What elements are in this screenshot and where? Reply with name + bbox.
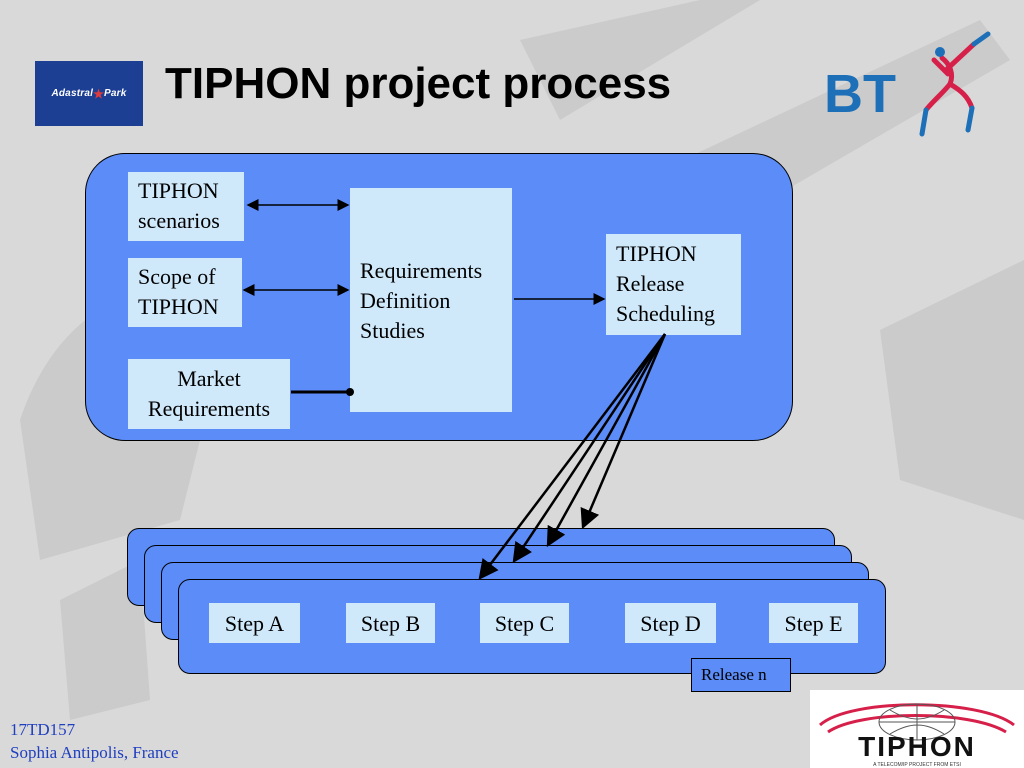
tiphon-scenarios-box: TIPHON scenarios bbox=[128, 172, 244, 241]
adastral-park-logo: Adastral ★ Park bbox=[35, 61, 143, 126]
market-requirements-box: Market Requirements bbox=[128, 359, 290, 429]
release-to-step-arrow-2 bbox=[512, 333, 667, 564]
page-title: TIPHON project process bbox=[165, 59, 672, 108]
footer-code: 17TD157 bbox=[10, 720, 76, 739]
release-scheduling-line-3: Scheduling bbox=[616, 301, 715, 326]
step-a-box: Step A bbox=[209, 603, 300, 643]
market-connector-dot bbox=[346, 388, 354, 396]
tiphon-logo: TIPHON A TELECOM/IP PROJECT FROM ETSI bbox=[810, 690, 1024, 768]
star-icon: ★ bbox=[93, 86, 105, 101]
bt-logo-text: BT bbox=[824, 64, 896, 124]
requirements-line-1: Requirements bbox=[360, 258, 483, 283]
market-line-1: Market bbox=[177, 366, 241, 391]
scope-line-1: Scope of bbox=[138, 264, 216, 289]
bt-logo: BT bbox=[824, 31, 991, 137]
release-scheduling-line-2: Release bbox=[616, 271, 685, 296]
step-d-box: Step D bbox=[625, 603, 716, 643]
scenarios-line-2: scenarios bbox=[138, 208, 220, 233]
release-to-step-arrow-3 bbox=[546, 333, 667, 548]
step-c-box: Step C bbox=[480, 603, 569, 643]
requirements-line-2: Definition bbox=[360, 288, 451, 313]
release-scheduling-box: TIPHON Release Scheduling bbox=[606, 234, 741, 335]
footer-location: Sophia Antipolis, France bbox=[10, 743, 179, 762]
tiphon-logo-tagline: A TELECOM/IP PROJECT FROM ETSI bbox=[873, 762, 961, 768]
release-n-label: Release n bbox=[691, 658, 791, 692]
requirements-line-3: Studies bbox=[360, 318, 425, 343]
step-e-box: Step E bbox=[769, 603, 858, 643]
step-b-box: Step B bbox=[346, 603, 435, 643]
tiphon-logo-text: TIPHON bbox=[858, 731, 976, 762]
footer: 17TD157 Sophia Antipolis, France bbox=[10, 718, 179, 764]
adastral-logo-text: Adastral bbox=[51, 88, 94, 99]
scope-line-2: TIPHON bbox=[138, 294, 219, 319]
requirements-definition-box: Requirements Definition Studies bbox=[350, 188, 512, 412]
scope-of-tiphon-box: Scope of TIPHON bbox=[128, 258, 242, 327]
release-to-step-arrow-1 bbox=[478, 333, 666, 580]
scenarios-line-1: TIPHON bbox=[138, 178, 219, 203]
release-to-step-arrow-4 bbox=[580, 333, 667, 530]
release-scheduling-line-1: TIPHON bbox=[616, 241, 697, 266]
park-logo-text: Park bbox=[104, 88, 127, 99]
market-line-2: Requirements bbox=[147, 396, 271, 421]
